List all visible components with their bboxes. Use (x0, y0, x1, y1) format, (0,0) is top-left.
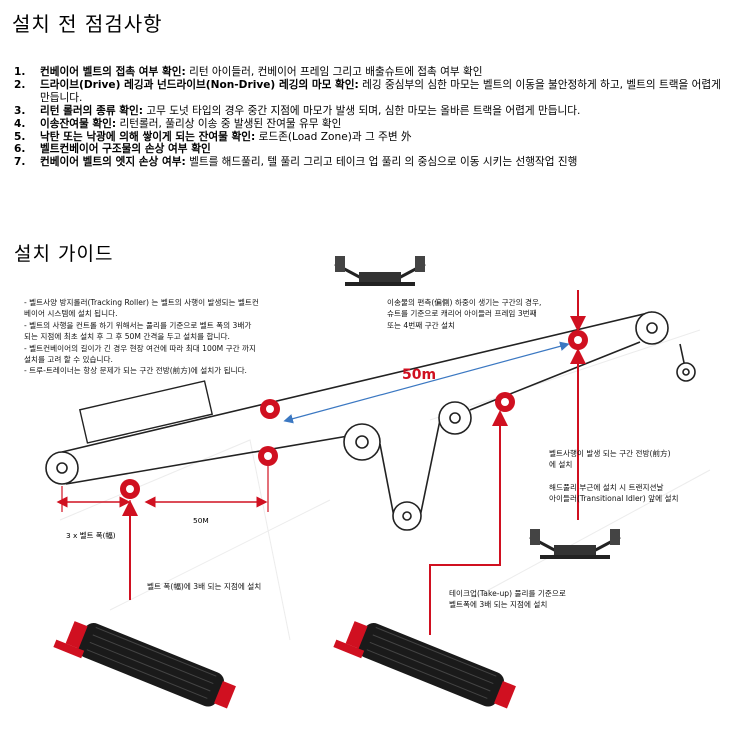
checklist-item: 7.컨베이어 벨트의 엣지 손상 여부: 벨트를 해드풀리, 텔 풀리 그리고 … (14, 156, 578, 169)
guide-note-bottom-right: 테이크업(Take-up) 풀리를 기준으로 벨트폭에 3배 되는 지점에 설치 (449, 589, 566, 610)
tracking-roller (120, 479, 140, 499)
checklist-item: 5.낙탄 또는 낙광에 의해 쌓이게 되는 잔여물 확인: 로드존(Load Z… (14, 130, 412, 143)
guide-note-top-right: 이송물의 편측(偏側) 하중이 생기는 구간의 경우, 슈트를 기준으로 캐리어… (387, 298, 542, 330)
carrier-idler-icon (529, 529, 621, 559)
checklist-item: 2.드라이브(Drive) 레깅과 넌드라이브(Non-Drive) 레깅의 마… (14, 78, 721, 104)
checklist-item: 3.리턴 롤러의 종류 확인: 고무 도넛 타입의 경우 중간 지점에 마모가 … (14, 104, 581, 117)
guide-note-right: 벨트사행이 발생 되는 구간 전방(前方) 에 설치 해드풀리 부근에 설치 시… (549, 449, 679, 504)
guide-note-bottom-center: 벨트 폭(幅)에 3배 되는 지점에 설치 (147, 582, 262, 591)
dimension-3x-label: 3 x 벨트 폭(幅) (66, 531, 116, 540)
tracking-roller (495, 392, 515, 412)
span-50m-arrow (283, 341, 570, 424)
checklist-title: 설치 전 점검사항 (12, 12, 163, 36)
checklist: 1.컨베이어 벨트의 접촉 여부 확인: 리턴 아이들러, 컨베이어 프레임 그… (14, 66, 730, 169)
carrier-idler-icon (334, 256, 426, 286)
guide-note-left: - 벨트사양 방지롤러(Tracking Roller) 는 벨트의 사행이 발… (24, 298, 259, 376)
checklist-item: 1.컨베이어 벨트의 접촉 여부 확인: 리턴 아이들러, 컨베이어 프레임 그… (14, 66, 483, 78)
tracking-roller (568, 330, 588, 350)
span-50m-label: 50m (402, 367, 437, 383)
checklist-item: 4.이송잔여물 확인: 리턴롤러, 풀리상 이송 중 발생된 잔여물 유무 확인 (14, 117, 342, 130)
tracking-roller-product-icon (53, 621, 236, 709)
checklist-item: 6.벨트컨베이어 구조물의 손상 여부 확인 (14, 143, 211, 156)
background-structure (59, 329, 711, 641)
guide-title: 설치 가이드 (14, 243, 114, 265)
tracking-roller-product-icon (333, 621, 516, 709)
tracking-roller (260, 399, 280, 419)
dimension-50m-label: 50M (193, 516, 209, 525)
callout-arrow (429, 410, 508, 635)
load-zone-box (78, 380, 214, 444)
tracking-roller (258, 446, 278, 466)
